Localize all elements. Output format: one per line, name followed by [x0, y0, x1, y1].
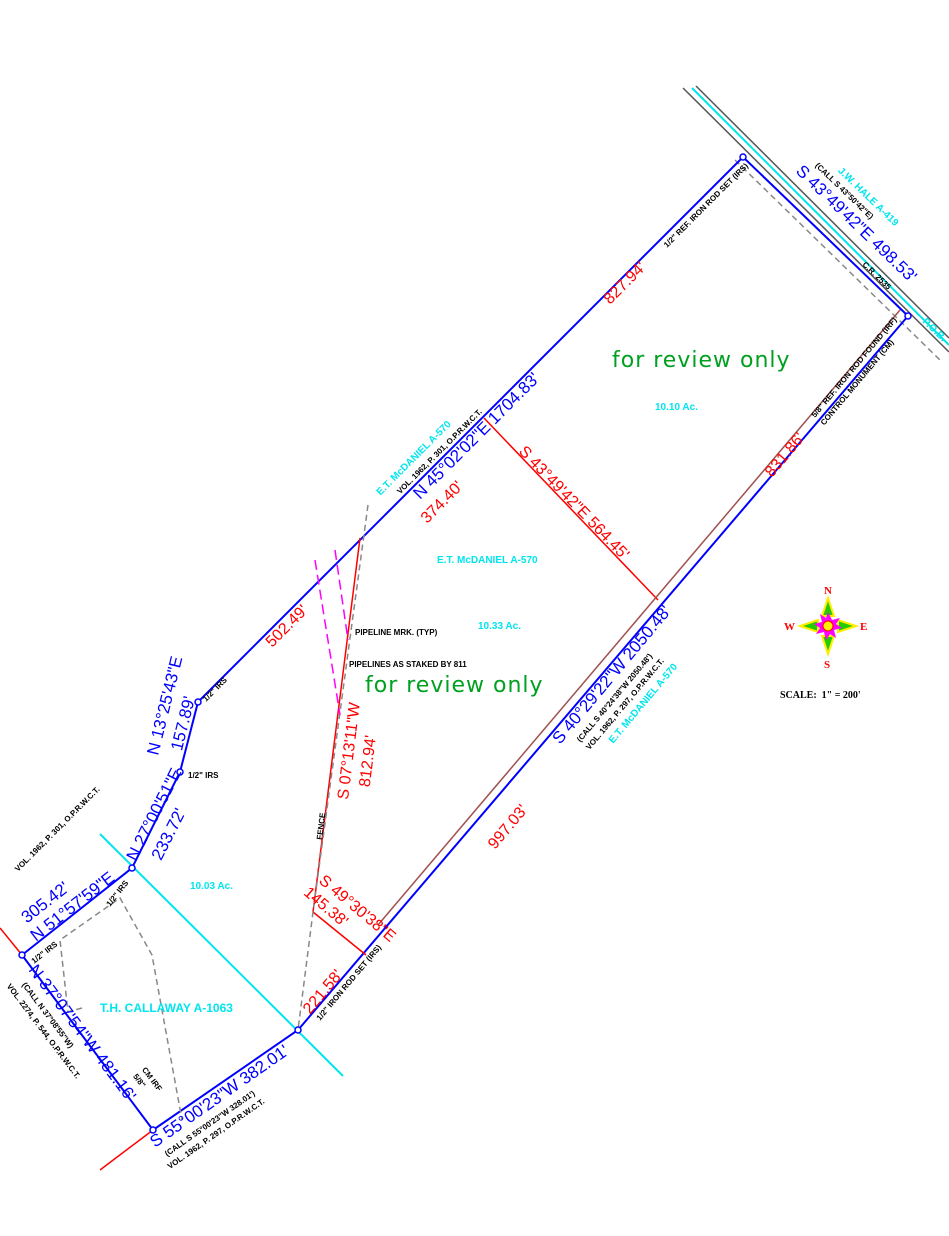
seg-502: 502.49' [263, 602, 312, 651]
seg-831: 831.86' [762, 430, 808, 481]
compass-n: N [824, 585, 832, 597]
seg-997: 997.03' [485, 802, 531, 853]
monument-irs: 1/2" IRS [30, 939, 60, 965]
fence-lines [59, 504, 369, 1121]
deed-ref-northwest: VOL. 1962, P. 301, O.P.R.W.C.T. [13, 785, 102, 874]
acreage-tract1: 10.10 Ac. [655, 402, 698, 413]
tract-boundary [20, 155, 910, 1132]
north-arrow-icon: N S E W [784, 585, 867, 671]
adjoiner-line [0, 927, 23, 956]
survey-southwest: T.H. CALLAWAY A-1063 [100, 1001, 233, 1015]
survey-center: E.T. McDANIEL A-570 [437, 555, 538, 566]
adjoiner-line [99, 1129, 154, 1171]
watermark: for review only [365, 673, 544, 698]
watermark: for review only [612, 348, 791, 373]
division-line [312, 911, 367, 956]
note-pipeline-marker: PIPELINE MRK. (TYP) [355, 628, 438, 637]
call-division1: S 43°49'42"E 564.45' [515, 443, 632, 563]
survey-line [99, 833, 344, 1077]
compass-s: S [824, 659, 830, 671]
acreage-tract2: 10.33 Ac. [478, 621, 521, 632]
note-fence: FENCE [315, 812, 327, 841]
acreage-tract3: 10.03 Ac. [190, 881, 233, 892]
scale-label: SCALE: 1" = 200' [780, 690, 861, 701]
fence-division-line [312, 537, 361, 913]
monument-irs: 1/2" IRS [188, 771, 219, 780]
call-fence-dist: 812.94' [357, 734, 380, 788]
monument-cm: CONTROL MONUMENT (CM) [819, 338, 896, 427]
seg-827: 827.94' [601, 259, 650, 308]
monument-markers [18, 153, 912, 1134]
pob-label: P.O.B. [920, 316, 948, 344]
monument-ne: 1/2" REF. IRON ROD SET (IRS) [662, 161, 750, 249]
monument-irs: 1/2" IRS [201, 675, 229, 703]
note-pipelines: PIPELINES AS STAKED BY 811 [349, 660, 467, 669]
division-line [483, 417, 659, 601]
road-lines [682, 85, 949, 361]
compass-e: E [860, 621, 867, 633]
pipeline-lines [314, 549, 349, 716]
division-line [377, 309, 901, 926]
monument-pob: 5/8" REF. IRON ROD FOUND (IRF) [810, 315, 899, 419]
compass-w: W [784, 621, 795, 633]
